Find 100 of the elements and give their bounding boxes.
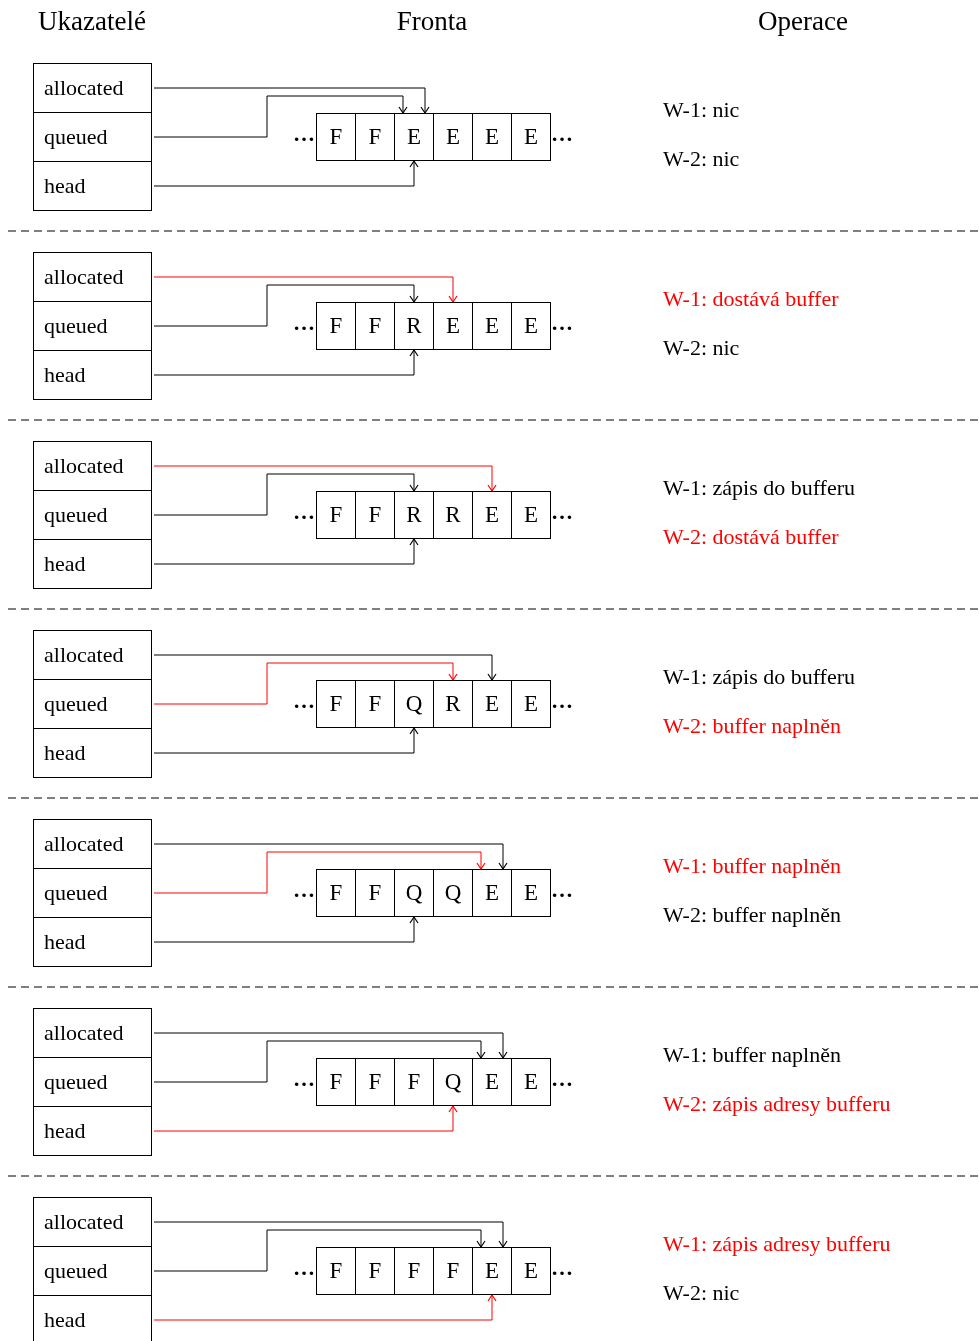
queue-slot: [472, 1247, 512, 1295]
pointer-row: [33, 112, 152, 162]
operation-text: W-1: zápis adresy bufferu: [663, 1233, 891, 1255]
queue-slot: [316, 491, 356, 539]
queue-slot: [472, 1058, 512, 1106]
pointer-name: allocated: [44, 453, 124, 479]
pointer-row: [33, 1106, 152, 1156]
queue-slot: [472, 113, 512, 161]
pointer-row: [33, 490, 152, 540]
slot-state: Q: [405, 880, 423, 906]
ellipsis: …: [551, 690, 573, 712]
slot-state: E: [406, 124, 422, 150]
pointer-row: [33, 1197, 152, 1247]
pointer-row: [33, 539, 152, 589]
slot-state: F: [329, 502, 343, 528]
column-heading: Operace: [758, 8, 848, 35]
slot-state: E: [523, 880, 539, 906]
queue-slot: [355, 680, 395, 728]
pointer-name: head: [44, 740, 86, 766]
ellipsis: …: [551, 879, 573, 901]
arrow: [153, 843, 508, 870]
ellipsis: …: [551, 1257, 573, 1279]
arrow: [153, 349, 419, 376]
slot-state: E: [523, 502, 539, 528]
pointer-name: allocated: [44, 264, 124, 290]
queue-slot: [394, 491, 434, 539]
slot-state: F: [368, 1258, 382, 1284]
slot-state: F: [329, 1069, 343, 1095]
slot-state: R: [406, 502, 422, 528]
ellipsis: …: [293, 690, 315, 712]
arrow: [153, 465, 497, 492]
ellipsis: …: [293, 1068, 315, 1090]
ellipsis: …: [551, 501, 573, 523]
ellipsis: …: [293, 879, 315, 901]
queue-slot: [394, 302, 434, 350]
pointer-name: head: [44, 1118, 86, 1144]
slot-state: F: [329, 313, 343, 339]
queue-slot: [355, 491, 395, 539]
queue-slot: [472, 680, 512, 728]
queue-slot: [394, 680, 434, 728]
slot-state: F: [329, 1258, 343, 1284]
pointer-row: [33, 161, 152, 211]
arrow: [153, 654, 497, 681]
pointer-row: [33, 1246, 152, 1296]
arrow: [153, 662, 458, 705]
arrow: [153, 1229, 486, 1272]
queue-slot: [316, 113, 356, 161]
pointer-name: head: [44, 551, 86, 577]
queue-slot: [433, 680, 473, 728]
queue-slot: [316, 680, 356, 728]
queue-slot: [433, 1058, 473, 1106]
queue-slot: [355, 113, 395, 161]
operation-text: W-1: buffer naplněn: [663, 855, 841, 877]
queue-slot: [316, 869, 356, 917]
pointer-name: head: [44, 173, 86, 199]
queue-slot: [511, 1058, 551, 1106]
queue-slot: [433, 302, 473, 350]
operation-text: W-2: nic: [663, 1282, 740, 1304]
pointer-name: head: [44, 929, 86, 955]
queue-slot: [511, 680, 551, 728]
slot-state: E: [523, 124, 539, 150]
ellipsis: …: [551, 123, 573, 145]
slot-state: E: [445, 313, 461, 339]
operation-text: W-2: dostává buffer: [663, 526, 839, 548]
queue-slot: [355, 302, 395, 350]
slot-state: E: [484, 1258, 500, 1284]
pointer-name: allocated: [44, 1209, 124, 1235]
arrow: [153, 851, 486, 894]
operation-text: W-1: zápis do bufferu: [663, 477, 856, 499]
queue-slot: [394, 1247, 434, 1295]
arrow: [153, 916, 419, 943]
slot-state: R: [406, 313, 422, 339]
queue-slot: [394, 869, 434, 917]
pointer-row: [33, 917, 152, 967]
operation-text: W-1: dostává buffer: [663, 288, 839, 310]
operation-text: W-2: zápis adresy bufferu: [663, 1093, 891, 1115]
operation-text: W-2: buffer naplněn: [663, 715, 841, 737]
queue-slot: [472, 869, 512, 917]
queue-slot: [316, 302, 356, 350]
queue-slot: [472, 302, 512, 350]
slot-state: R: [445, 691, 461, 717]
queue-slot: [433, 113, 473, 161]
pointer-row: [33, 679, 152, 729]
arrow: [153, 160, 419, 187]
arrow: [153, 276, 458, 303]
ellipsis: …: [293, 501, 315, 523]
slot-state: E: [523, 1258, 539, 1284]
arrow: [153, 1040, 486, 1083]
slot-state: F: [368, 313, 382, 339]
slot-state: E: [484, 880, 500, 906]
pointer-row: [33, 441, 152, 491]
slot-state: E: [484, 124, 500, 150]
column-heading: Fronta: [396, 8, 468, 35]
pointer-name: queued: [44, 313, 108, 339]
ellipsis: …: [293, 1257, 315, 1279]
arrow: [153, 1032, 508, 1059]
operation-text: W-1: nic: [663, 99, 740, 121]
queue-slot: [394, 1058, 434, 1106]
operation-text: W-1: buffer naplněn: [663, 1044, 841, 1066]
queue-slot: [511, 491, 551, 539]
